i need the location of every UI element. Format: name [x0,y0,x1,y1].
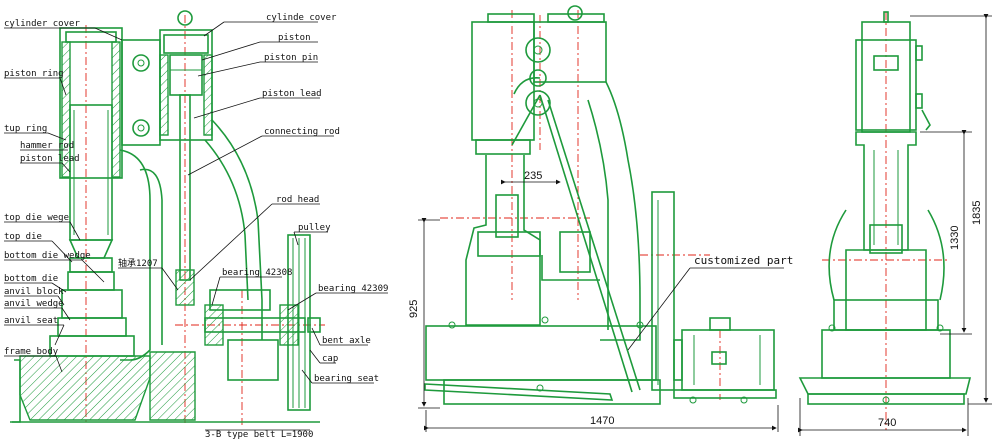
label-cylinder-cover: cylinder cover [4,19,80,29]
section-labels: cylinder cover piston ring tup ring hamm… [4,13,388,440]
label-tup-ring: tup ring [4,124,47,134]
label-bottom-die: bottom die [4,274,58,284]
side-view [798,11,972,430]
label-bearing-42308: bearing 42308 [222,268,292,278]
label-bearing-1207: 轴承1207 [118,257,158,269]
label-anvil-block: anvil block [4,287,64,297]
label-frame-body: frame body [4,347,59,357]
label-bottom-die-wedge: bottom die wedge [4,251,91,261]
dim-1470: 1470 [590,415,614,427]
label-piston-lead-right: piston lead [262,89,322,99]
label-piston: piston [278,33,311,43]
label-bearing-42309: bearing 42309 [318,284,388,294]
dim-740: 740 [878,417,896,429]
label-bearing-seat: bearing seat [314,374,379,384]
front-dimensions: 235 925 1470 customized part [408,170,793,432]
front-view [424,5,777,405]
label-cap: cap [322,354,338,364]
dim-925: 925 [408,300,420,318]
label-hammer-rod: hammer rod [20,141,74,151]
label-piston-ring: piston ring [4,69,64,79]
label-anvil-seat: anvil seat [4,316,58,326]
dim-1330: 1330 [949,226,961,250]
label-pulley: pulley [298,223,331,233]
label-anvil-wedge: anvil wedge [4,299,64,309]
side-dimensions: 1330 1835 740 [798,14,992,436]
label-bent-axle: bent axle [322,336,371,346]
label-belt: 3-B type belt L=1900 [205,430,313,440]
label-piston-pin: piston pin [264,53,318,63]
label-cylinde-cover: cylinde cover [266,13,337,23]
dim-235: 235 [524,170,542,182]
section-view [10,10,325,425]
label-rod-head: rod head [276,195,319,205]
label-customized-part: customized part [694,254,793,267]
section-leaders [4,21,388,431]
dim-1835: 1835 [971,201,983,225]
label-connecting-rod: connecting rod [264,127,340,137]
label-piston-lead-left: piston lead [20,154,80,164]
label-top-die: top die [4,232,42,242]
label-top-die-wege: top die wege [4,213,69,223]
